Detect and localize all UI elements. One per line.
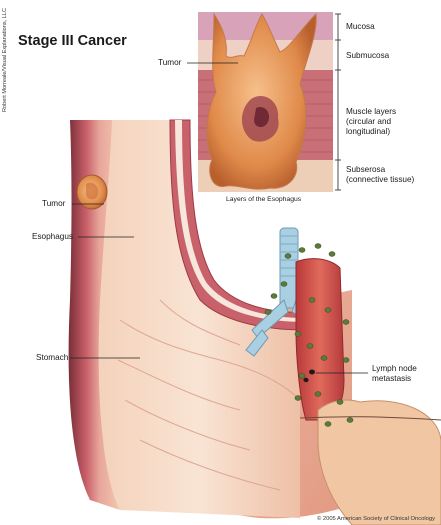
lymph-label-line1: Lymph node — [372, 364, 417, 373]
page-title: Stage III Cancer — [18, 33, 127, 49]
external-anatomy — [245, 227, 441, 525]
lymph-nodes — [264, 243, 354, 427]
diaphragm-line — [299, 416, 441, 421]
mucosa-label: Mucosa — [346, 22, 375, 31]
esophagus-label: Esophagus — [32, 232, 73, 241]
stomach-label: Stomach — [36, 353, 69, 362]
subserosa-label-line1: Subserosa — [346, 165, 386, 174]
submucosa-label: Submucosa — [346, 51, 390, 60]
subserosa-label-line2: (connective tissue) — [346, 175, 415, 184]
layers-panel — [187, 12, 341, 192]
layers-tumor-label: Tumor — [158, 58, 182, 67]
lymph-label-line2: metastasis — [372, 374, 412, 383]
esophagus-wall-left — [68, 120, 120, 510]
copyright-notice: © 2005 American Society of Clinical Onco… — [316, 516, 435, 522]
external-stomach — [317, 399, 441, 525]
esophagus-lumen — [98, 120, 300, 518]
metastatic-nodes — [303, 369, 315, 383]
artist-credit: Robert Morreale/Visual Explanations, LLC — [2, 8, 8, 113]
muscle-label-line2: (circular and — [346, 117, 392, 126]
layers-tumor-center — [254, 106, 270, 128]
trachea-rings — [280, 235, 298, 277]
tumor-label: Tumor — [42, 199, 66, 208]
esophagus-cutaway — [68, 119, 353, 519]
esophagus-tumor-detail — [86, 182, 99, 200]
stomach-folds — [117, 299, 301, 491]
left-bronchus-branch — [245, 329, 269, 357]
layer-brackets — [335, 13, 341, 191]
muscle-label-line3: longitudinal) — [346, 127, 391, 136]
muscle-label-line1: Muscle layers — [346, 107, 397, 116]
layers-caption: Layers of the Esophagus — [226, 196, 302, 203]
